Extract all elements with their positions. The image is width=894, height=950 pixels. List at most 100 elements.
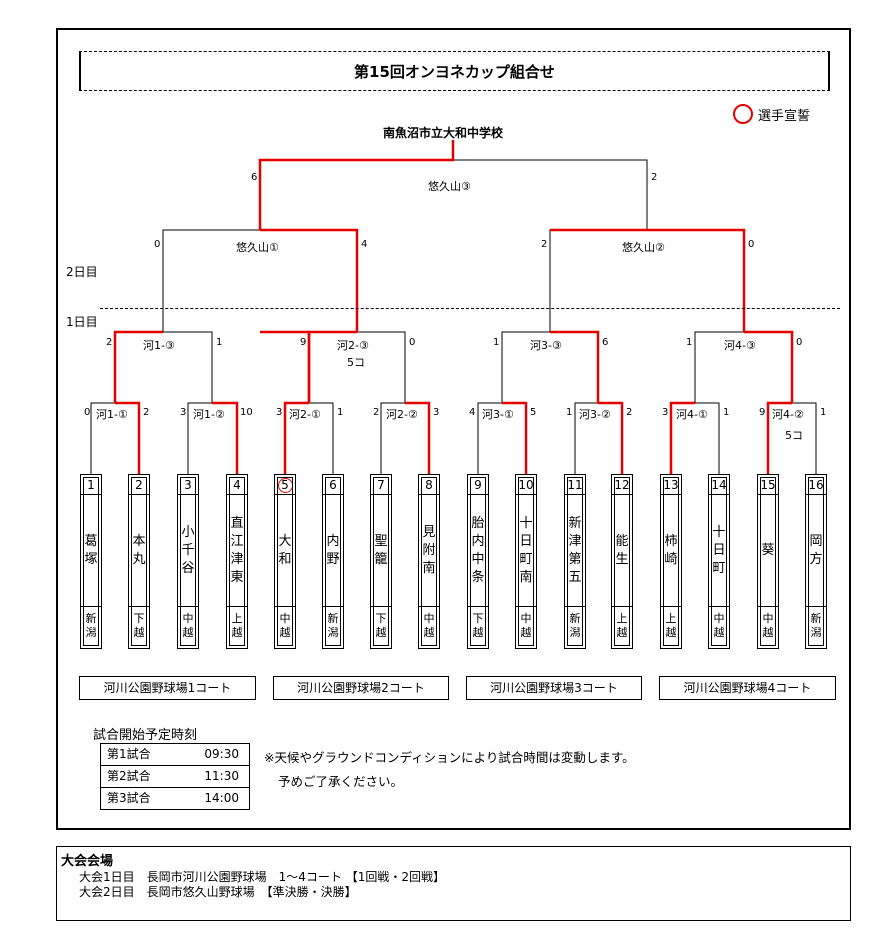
- game-label-r1-3: 河2-①: [289, 408, 321, 421]
- team-name: 小千谷: [181, 524, 195, 576]
- game-label-r1-2: 河1-②: [193, 408, 225, 421]
- score-sf1-right: 4: [361, 239, 368, 250]
- day-label-2: 2日目: [66, 265, 98, 279]
- venue-line-1: 大会1日目 長岡市河川公園野球場 1～4コート 【1回戦・2回戦】: [79, 870, 445, 884]
- game-note-r1-8: 5コ: [785, 429, 803, 442]
- team-number: 7: [371, 475, 391, 495]
- score-r1-5-right: 5: [530, 407, 537, 418]
- score-r1-5-left: 4: [469, 407, 476, 418]
- game-note-qf2: 5コ: [347, 356, 365, 369]
- game-label-qf2: 河2-③: [337, 339, 369, 352]
- schedule-title: 試合開始予定時刻: [93, 728, 198, 743]
- bracket-frame: [56, 28, 851, 830]
- team-area: 中越: [419, 606, 439, 648]
- score-r1-6-left: 1: [566, 407, 573, 418]
- title-box: 第15回オンヨネカップ組合せ: [79, 51, 830, 91]
- team-number: 9: [468, 475, 488, 495]
- team-name: 十日町: [712, 524, 726, 576]
- team-number: 8: [419, 475, 439, 495]
- schedule-game: 第1試合: [107, 747, 151, 761]
- team-card-11: 11 新津第五新潟: [564, 474, 586, 649]
- team-name: 聖籠: [374, 533, 388, 567]
- score-r1-2-right: 10: [240, 407, 253, 418]
- team-number: 10: [516, 475, 536, 495]
- team-name: 葛塚: [84, 533, 98, 567]
- score-r1-8-right: 1: [820, 407, 827, 418]
- court-label-2: 河川公園野球場2コート: [273, 676, 449, 700]
- team-number: 6: [323, 475, 343, 495]
- team-number: 15: [758, 475, 778, 495]
- game-label-qf1: 河1-③: [143, 339, 175, 352]
- team-area: 上越: [661, 606, 681, 648]
- team-area: 下越: [129, 606, 149, 648]
- score-r1-3-left: 3: [276, 407, 283, 418]
- team-name: 能生: [615, 533, 629, 567]
- team-card-3: 3 小千谷中越: [177, 474, 199, 649]
- venue-line-2: 大会2日目 長岡市悠久山野球場 【準決勝・決勝】: [79, 885, 357, 899]
- team-number: 16: [806, 475, 826, 495]
- schedule-time: 14:00: [204, 791, 239, 805]
- score-qf3-left: 1: [493, 337, 500, 348]
- team-area: 中越: [178, 606, 198, 648]
- game-label-r1-8: 河4-②: [772, 408, 804, 421]
- champion-label: 南魚沼市立大和中学校: [383, 126, 504, 140]
- day-label-1: 1日目: [66, 315, 98, 329]
- score-r1-3-right: 1: [337, 407, 344, 418]
- game-label-qf3: 河3-③: [530, 339, 562, 352]
- game-label-sf1: 悠久山①: [236, 241, 279, 254]
- team-number: 3: [178, 475, 198, 495]
- score-qf4-left: 1: [686, 337, 693, 348]
- score-r1-6-right: 2: [626, 407, 633, 418]
- game-label-sf2: 悠久山②: [622, 241, 665, 254]
- score-qf1-left: 2: [106, 337, 113, 348]
- score-sf1-left: 0: [154, 239, 161, 250]
- score-final-left: 6: [251, 172, 258, 183]
- score-qf4-right: 0: [796, 337, 803, 348]
- team-area: 中越: [758, 606, 778, 648]
- team-number: 11: [565, 475, 585, 495]
- team-area: 新潟: [806, 606, 826, 648]
- team-number: 12: [612, 475, 632, 495]
- score-r1-7-left: 3: [662, 407, 669, 418]
- venue-box: 大会会場 大会1日目 長岡市河川公園野球場 1～4コート 【1回戦・2回戦】 大…: [56, 846, 851, 921]
- score-final-right: 2: [651, 172, 658, 183]
- score-sf2-left: 2: [541, 239, 548, 250]
- team-area: 上越: [227, 606, 247, 648]
- score-r1-8-left: 9: [759, 407, 766, 418]
- game-label-r1-7: 河4-①: [676, 408, 708, 421]
- schedule-row: 第3試合 14:00: [101, 788, 249, 809]
- score-r1-4-left: 2: [373, 407, 380, 418]
- team-name: 大和: [278, 533, 292, 567]
- court-label-1: 河川公園野球場1コート: [79, 676, 256, 700]
- schedule-game: 第3試合: [107, 791, 151, 805]
- team-name: 新津第五: [568, 515, 582, 585]
- team-number: 4: [227, 475, 247, 495]
- court-label-3: 河川公園野球場3コート: [466, 676, 642, 700]
- team-area: 中越: [275, 606, 295, 648]
- court-label-4: 河川公園野球場4コート: [659, 676, 836, 700]
- venue-title: 大会会場: [61, 854, 114, 869]
- team-area: 新潟: [565, 606, 585, 648]
- red-circle-icon: [733, 104, 753, 124]
- score-r1-7-right: 1: [723, 407, 730, 418]
- oath-circle-icon: [278, 478, 293, 493]
- score-r1-1-left: 0: [84, 407, 91, 418]
- notice-line-2: 予めご了承ください。: [278, 774, 404, 789]
- score-qf1-right: 1: [216, 337, 223, 348]
- game-label-r1-6: 河3-②: [579, 408, 611, 421]
- team-number: 14: [709, 475, 729, 495]
- schedule-time: 09:30: [204, 747, 239, 761]
- game-label-r1-5: 河3-①: [482, 408, 514, 421]
